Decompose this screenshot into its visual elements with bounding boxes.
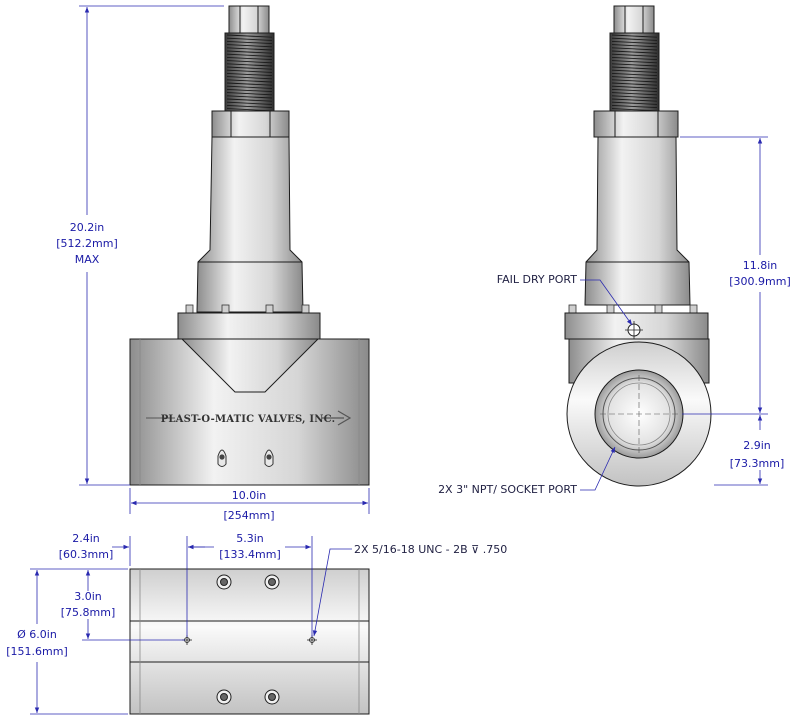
thread-ridge: [226, 88, 273, 93]
front-height-mm: [512.2mm]: [56, 237, 118, 250]
cone: [180, 338, 320, 393]
bottom-view: 2.4in [60.3mm] 5.3in [133.4mm] 2X 5/16-1…: [6, 532, 507, 715]
cap-nut: [228, 5, 270, 34]
thread-ridge: [226, 56, 273, 61]
thread-ridge: [611, 53, 658, 57]
thread-note: 2X 5/16-18 UNC - 2B ⊽ .750: [354, 543, 507, 556]
thread-ridge: [226, 60, 273, 64]
thread-ridge: [611, 79, 658, 83]
side-hex-nut: [593, 110, 679, 138]
front-view: PLAST-O-MATIC VALVES, INC. 20.2in [512.2…: [56, 5, 370, 522]
bottom-dia-mm: [151.6mm]: [6, 645, 68, 658]
thread-ridge: [611, 40, 658, 45]
thread-ridge: [611, 50, 658, 54]
thread-ridge: [611, 60, 658, 64]
bottom-offset-in: 2.4in: [72, 532, 100, 545]
thread-ridge: [611, 69, 658, 73]
front-height-in: 20.2in: [70, 221, 105, 234]
front-height-note: MAX: [75, 253, 100, 266]
thread-ridge: [611, 47, 658, 51]
thread-ridge: [611, 98, 658, 102]
thread-ridge: [611, 101, 658, 105]
thread-ridge: [611, 82, 658, 86]
thread-ridge: [226, 101, 273, 105]
side-lower-in: 2.9in: [743, 439, 771, 452]
thread-ridge: [611, 92, 658, 96]
fail-dry-port-label: FAIL DRY PORT: [497, 273, 577, 286]
thread-ridge: [611, 95, 658, 99]
bottom-center-in: 3.0in: [74, 590, 102, 603]
thread-ridge: [226, 34, 273, 38]
thread-ridge: [226, 95, 273, 99]
thread-ridge: [611, 56, 658, 61]
thread-ridge: [611, 34, 658, 38]
thread-ridge: [226, 82, 273, 86]
socket-port-label: 2X 3" NPT/ SOCKET PORT: [438, 483, 577, 496]
bonnet: [196, 136, 304, 313]
thread-ridge: [611, 85, 658, 89]
thread-ridge: [611, 88, 658, 93]
thread-ridge: [226, 47, 273, 51]
thread-ridge: [611, 76, 658, 80]
front-width-mm: [254mm]: [223, 509, 274, 522]
thread-ridge: [226, 76, 273, 80]
bottom-spacing-mm: [133.4mm]: [219, 548, 281, 561]
thread-ridge: [611, 72, 658, 77]
thread-ridge: [611, 104, 658, 109]
thread-ridge: [611, 37, 658, 41]
thread-ridge: [226, 108, 273, 112]
bottom-dia-in: Ø 6.0in: [17, 628, 57, 641]
mounting-hole-icon: [182, 635, 317, 645]
thread-ridge: [226, 37, 273, 41]
side-bonnet: [584, 136, 691, 306]
thread-ridge: [226, 85, 273, 89]
thread-ridge: [226, 63, 273, 67]
thread-ridge: [226, 44, 273, 48]
thread-ridge: [226, 53, 273, 57]
thread-ridge: [226, 98, 273, 102]
side-upper-mm: [300.9mm]: [729, 275, 791, 288]
thread-ridge: [611, 63, 658, 67]
thread-ridge: [226, 72, 273, 77]
thread-ridge: [226, 104, 273, 109]
thread-ridge: [611, 44, 658, 48]
thread-ridge: [611, 66, 658, 70]
bottom-body: [129, 568, 370, 715]
bottom-offset-mm: [60.3mm]: [59, 548, 114, 561]
side-lower-mm: [73.3mm]: [730, 457, 785, 470]
side-cap-nut: [613, 5, 655, 34]
front-ports: [217, 449, 274, 467]
bottom-spacing-in: 5.3in: [236, 532, 264, 545]
body-label: PLAST-O-MATIC VALVES, INC.: [161, 414, 336, 425]
thread-ridge: [226, 69, 273, 73]
thread-ridge: [226, 92, 273, 96]
thread-ridge: [226, 50, 273, 54]
thread-ridge: [226, 66, 273, 70]
side-view: FAIL DRY PORT 2X 3" NPT/ SOCKET PORT 11.…: [438, 5, 791, 496]
thread-ridge: [611, 108, 658, 112]
front-width-in: 10.0in: [232, 489, 267, 502]
thread-ridge: [226, 40, 273, 45]
hex-nut: [211, 110, 290, 138]
bottom-center-mm: [75.8mm]: [61, 606, 116, 619]
flange: [177, 312, 321, 340]
bottom-ports: [216, 574, 280, 705]
thread-ridge: [226, 79, 273, 83]
side-upper-in: 11.8in: [743, 259, 778, 272]
